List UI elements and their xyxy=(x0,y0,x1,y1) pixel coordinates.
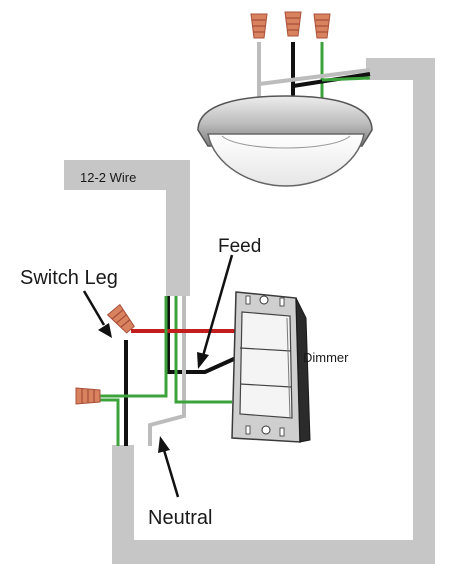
neutral-arrow xyxy=(158,436,180,498)
feed-arrow xyxy=(197,254,234,369)
fixture-wires xyxy=(257,42,371,100)
ground-bundle xyxy=(96,296,168,446)
feed-label: Feed xyxy=(218,236,261,257)
wire-nut-ground-top xyxy=(313,13,331,39)
dimmer-label: Dimmer xyxy=(303,350,349,365)
cable-12-2-supply xyxy=(64,160,190,296)
wire-nut-ground-left xyxy=(75,387,101,405)
wire-nut-hot-top xyxy=(284,11,302,37)
wire-nut-switch-leg xyxy=(106,303,135,334)
supply-wires xyxy=(148,296,237,446)
switch-leg-label: Switch Leg xyxy=(20,267,118,289)
wire-type-label: 12-2 Wire xyxy=(80,170,136,185)
dimmer-switch xyxy=(231,291,311,443)
switch-leg-wire xyxy=(124,329,236,446)
wire-nut-neutral-top xyxy=(250,13,268,39)
light-fixture xyxy=(197,95,373,187)
neutral-label: Neutral xyxy=(148,507,212,529)
switch-leg-arrow xyxy=(82,290,112,338)
